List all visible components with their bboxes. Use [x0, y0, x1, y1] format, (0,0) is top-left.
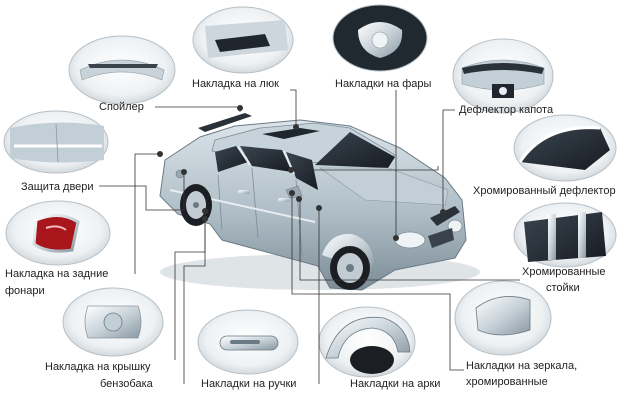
- label-hood-deflector: Дефлектор капота: [459, 104, 554, 116]
- leader-lines: [99, 89, 520, 384]
- label-chrome-pillars-line2: стойки: [546, 282, 580, 294]
- label-fuel-cap-line2: бензобака: [100, 378, 153, 390]
- arches-thumbnail: [318, 306, 416, 378]
- label-sunroof: Накладка на люк: [192, 78, 279, 90]
- mirrors-thumbnail: [454, 280, 552, 356]
- rear-wheel: [180, 184, 212, 226]
- rear-lights-thumbnail: [5, 200, 111, 266]
- label-spoiler: Спойлер: [99, 101, 144, 113]
- front-wheel: [322, 233, 374, 290]
- label-arches: Накладки на арки: [350, 378, 441, 390]
- handles-thumbnail: [197, 309, 299, 375]
- label-mirrors-line2: хромированные: [466, 376, 548, 388]
- label-headlights: Накладки на фары: [335, 78, 432, 90]
- label-door-guard: Защита двери: [21, 181, 94, 193]
- hood-deflector-thumbnail: [452, 38, 554, 114]
- chrome-deflector-thumbnail: [513, 114, 617, 182]
- headlights-thumbnail: [332, 4, 428, 72]
- spoiler-thumbnail: [68, 35, 176, 105]
- leader-dots: [157, 105, 446, 241]
- label-chrome-pillars-line1: Хромированные: [522, 266, 606, 278]
- label-rear-lights-line1: Накладка на задние: [5, 268, 109, 280]
- label-chrome-deflector: Хромированный дефлектор: [473, 185, 616, 197]
- door-guard-thumbnail: [3, 110, 109, 174]
- label-mirrors-line1: Накладки на зеркала,: [466, 360, 578, 372]
- sunroof-thumbnail: [192, 6, 294, 74]
- car-illustration: [159, 113, 480, 291]
- fuel-cap-thumbnail: [62, 287, 164, 357]
- label-rear-lights-line2: фонари: [5, 285, 45, 297]
- label-fuel-cap-line1: Накладка на крышку: [45, 361, 151, 373]
- chrome-pillars-thumbnail: [513, 202, 617, 268]
- label-handles: Накладки на ручки: [201, 378, 297, 390]
